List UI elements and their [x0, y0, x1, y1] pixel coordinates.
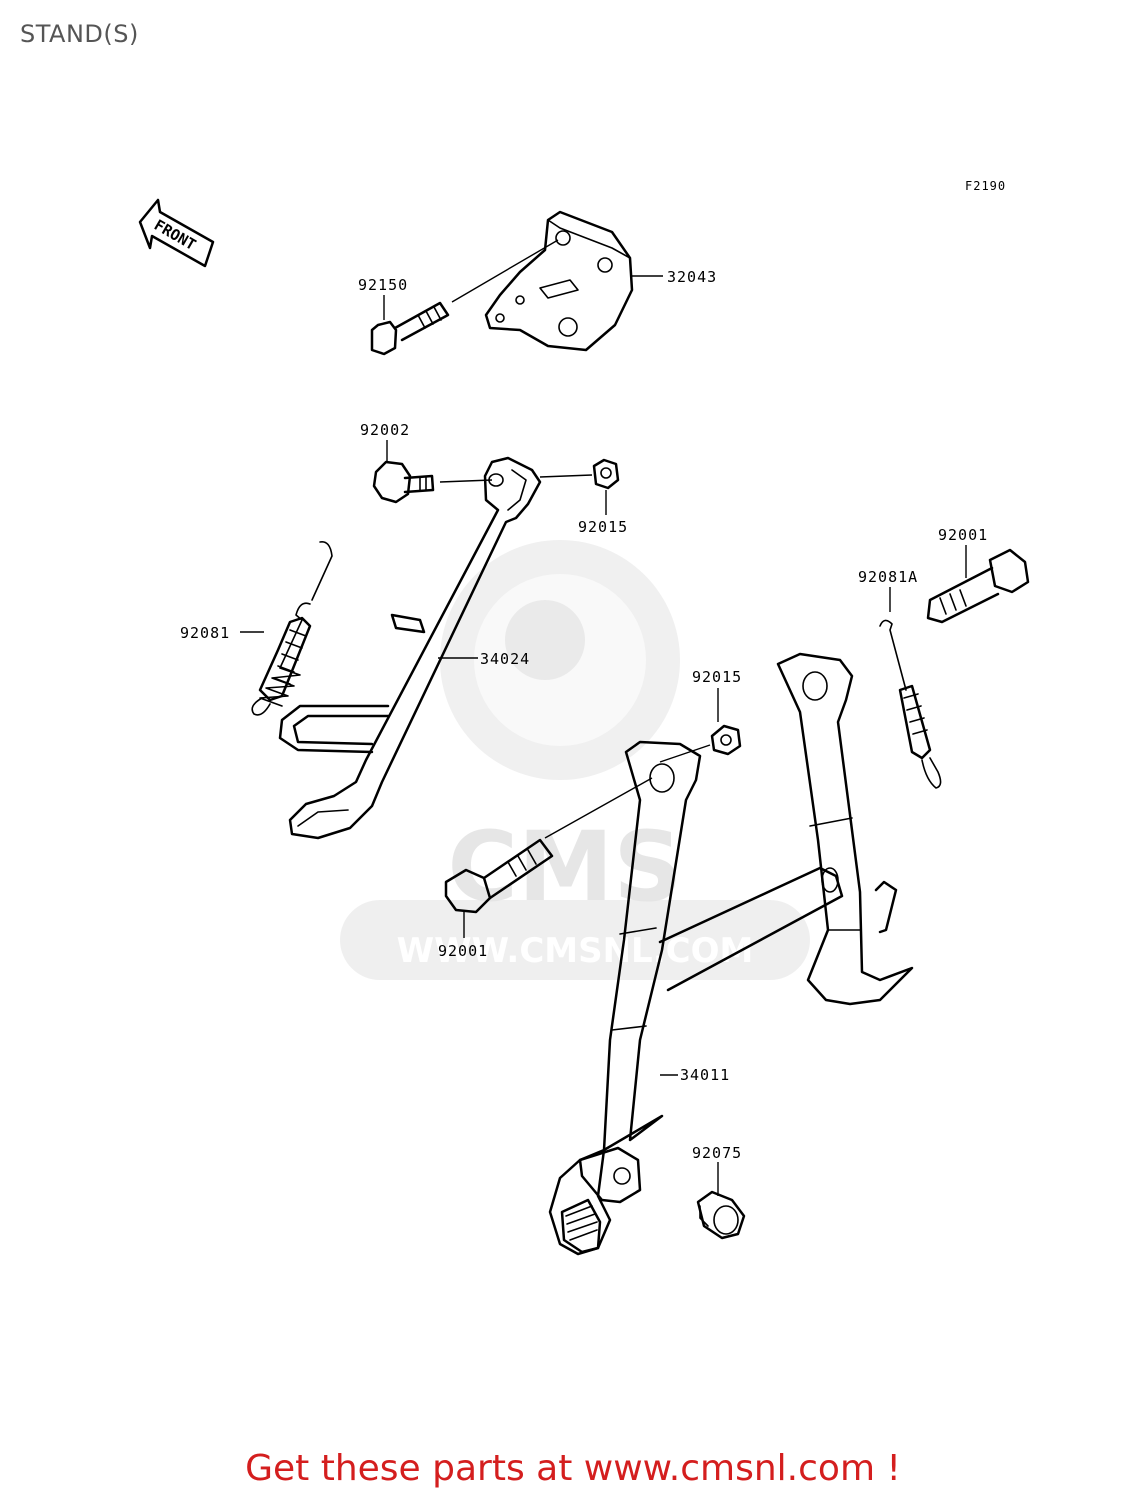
part-label-92150: 92150 [358, 276, 408, 294]
part-label-92015-top: 92015 [578, 518, 628, 536]
bolt-92150 [370, 301, 450, 356]
bracket-32043 [484, 210, 634, 352]
part-label-34024: 34024 [480, 650, 530, 668]
page-title: STAND(S) [20, 20, 139, 48]
front-arrow-icon: FRONT [138, 198, 215, 268]
watermark: CMS WWW.CMSNL.COM [340, 540, 810, 980]
bolt-92001-right [926, 548, 1030, 624]
watermark-url: WWW.CMSNL.COM [397, 931, 754, 971]
cta-link[interactable]: Get these parts at www.cmsnl.com ! [245, 1448, 901, 1489]
spring-92081 [251, 540, 333, 716]
part-label-32043: 32043 [667, 268, 717, 286]
part-label-92075: 92075 [692, 1144, 742, 1162]
part-label-92081: 92081 [180, 624, 230, 642]
part-label-34011: 34011 [680, 1066, 730, 1084]
nut-92015-top [592, 458, 620, 490]
part-label-92001-lower: 92001 [438, 942, 488, 960]
watermark-brand: CMS [447, 811, 682, 923]
figure-id: F2190 [965, 179, 1006, 193]
nut-92015-lower [710, 724, 742, 756]
side-stand-34024 [278, 456, 542, 840]
part-label-92002: 92002 [360, 421, 410, 439]
pin-92002 [372, 460, 435, 504]
center-stand-34011 [548, 652, 914, 1256]
part-label-92015-lower: 92015 [692, 668, 742, 686]
spring-92081a [879, 619, 942, 789]
bolt-92001-lower [444, 838, 554, 914]
rubber-92075 [696, 1190, 746, 1240]
part-label-92001-right: 92001 [938, 526, 988, 544]
part-label-92081a: 92081A [858, 568, 918, 586]
